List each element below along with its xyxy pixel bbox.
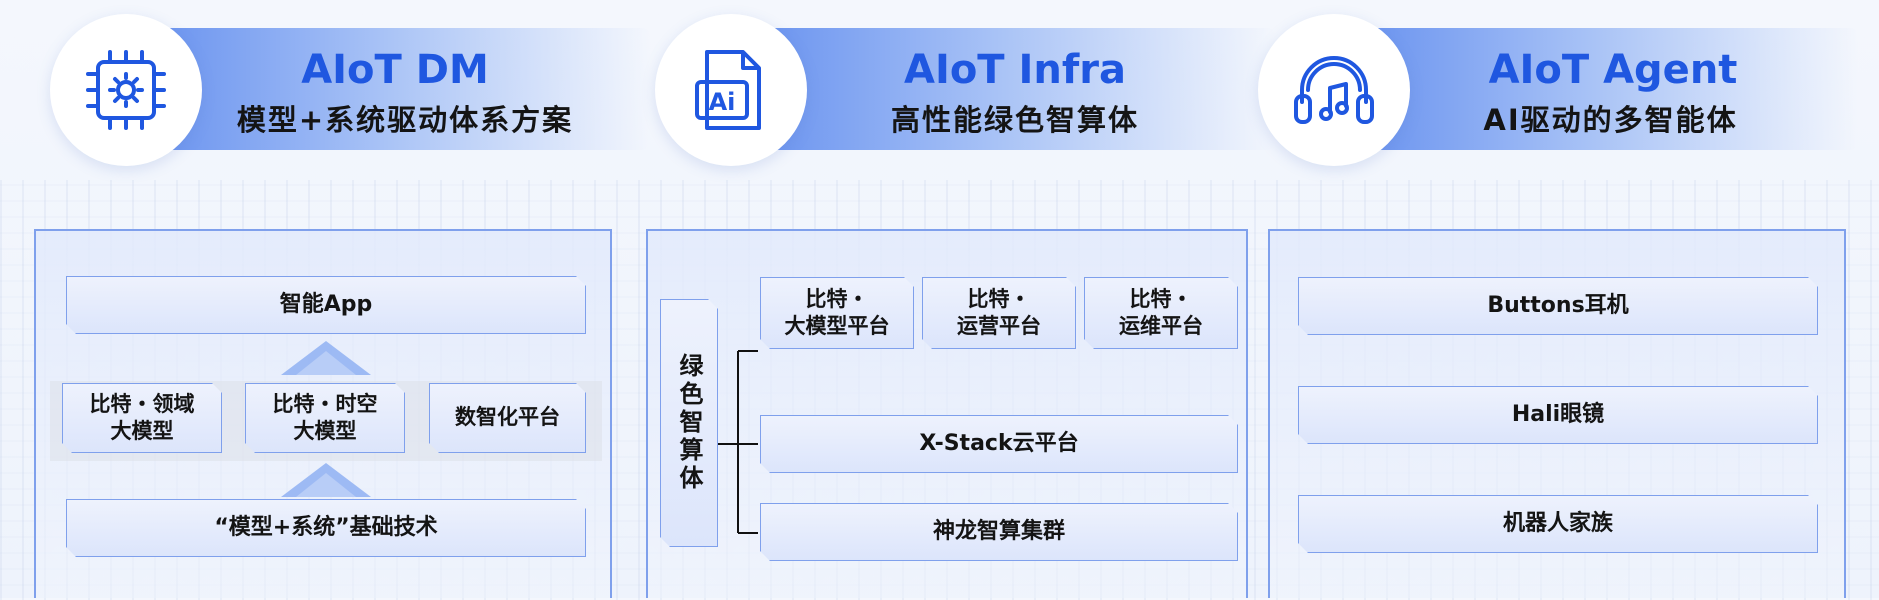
box-label: Buttons耳机: [1487, 292, 1629, 318]
box-label-line1: 比特・时空: [272, 391, 378, 416]
header-aiot-agent: AIoT Agent AI驱动的多智能体: [1258, 14, 1858, 166]
robot-family-box: 机器人家族: [1298, 495, 1818, 553]
box-label: 绿色智算体: [675, 353, 703, 493]
header-subtitle: 模型+系统驱动体系方案: [236, 103, 574, 137]
domain-model-box: 比特・领域 大模型: [62, 383, 222, 453]
box-label-line2: 运维平台: [1119, 314, 1203, 338]
smart-app-box: 智能App: [66, 276, 586, 334]
spatiotemporal-model-box: 比特・时空 大模型: [245, 383, 405, 453]
panel-aiot-agent: Buttons耳机 Hali眼镜 机器人家族: [1268, 229, 1846, 598]
header-subtitle: AI驱动的多智能体: [1483, 103, 1738, 137]
digital-platform-box: 数智化平台: [429, 383, 586, 453]
arrow-up-icon: [281, 463, 371, 497]
box-label: Hali眼镜: [1511, 401, 1605, 427]
header-band: [170, 28, 650, 150]
arrow-up-icon: [281, 341, 371, 375]
panel-aiot-dm: 智能App 比特・领域 大模型 比特・时空 大模型 数智化平台 “模型+系统”基…: [34, 229, 612, 598]
box-label-line1: 比特・: [967, 286, 1031, 311]
panel-aiot-infra: 绿色智算体 比特・ 大模型平台 比特・ 运营平台 比特・ 运维平台 X-Stac…: [646, 229, 1248, 598]
box-label: 神龙智算集群: [932, 518, 1065, 544]
box-label: 智能App: [279, 291, 373, 317]
ai-document-icon: Ai: [655, 14, 807, 166]
header-aiot-dm: AIoT DM 模型+系统驱动体系方案: [50, 14, 650, 166]
green-compute-side-box: 绿色智算体: [660, 299, 718, 547]
chip-gear-icon: [50, 14, 202, 166]
header-title: AIoT DM: [301, 47, 489, 93]
header-band: [1378, 28, 1858, 150]
box-label-line1: 比特・领域: [89, 391, 195, 416]
headphones-music-icon: [1258, 14, 1410, 166]
header-subtitle: 高性能绿色智算体: [890, 103, 1139, 137]
buttons-earphones-box: Buttons耳机: [1298, 277, 1818, 335]
box-label-line1: 比特・: [805, 286, 869, 311]
box-label-line2: 大模型: [293, 419, 357, 443]
box-label-line2: 运营平台: [957, 314, 1041, 338]
header-band: [775, 28, 1275, 150]
maintenance-platform-box: 比特・ 运维平台: [1084, 277, 1238, 349]
box-label: “模型+系统”基础技术: [214, 514, 438, 540]
foundation-tech-box: “模型+系统”基础技术: [66, 499, 586, 557]
box-label: X-Stack云平台: [919, 430, 1079, 456]
box-label-line2: 大模型平台: [784, 314, 890, 338]
header-title: AIoT Agent: [1488, 47, 1738, 93]
connector-lines: [718, 350, 758, 534]
xstack-cloud-box: X-Stack云平台: [760, 415, 1238, 473]
big-model-platform-box: 比特・ 大模型平台: [760, 277, 914, 349]
svg-text:Ai: Ai: [709, 88, 736, 116]
shenlong-cluster-box: 神龙智算集群: [760, 503, 1238, 561]
box-label-line2: 大模型: [110, 419, 174, 443]
header-aiot-infra: Ai AIoT Infra 高性能绿色智算体: [655, 14, 1275, 166]
box-label: 数智化平台: [455, 405, 560, 430]
header-title: AIoT Infra: [903, 47, 1126, 93]
operations-platform-box: 比特・ 运营平台: [922, 277, 1076, 349]
box-label-line1: 比特・: [1129, 286, 1193, 311]
box-label: 机器人家族: [1502, 510, 1613, 536]
hali-glasses-box: Hali眼镜: [1298, 386, 1818, 444]
